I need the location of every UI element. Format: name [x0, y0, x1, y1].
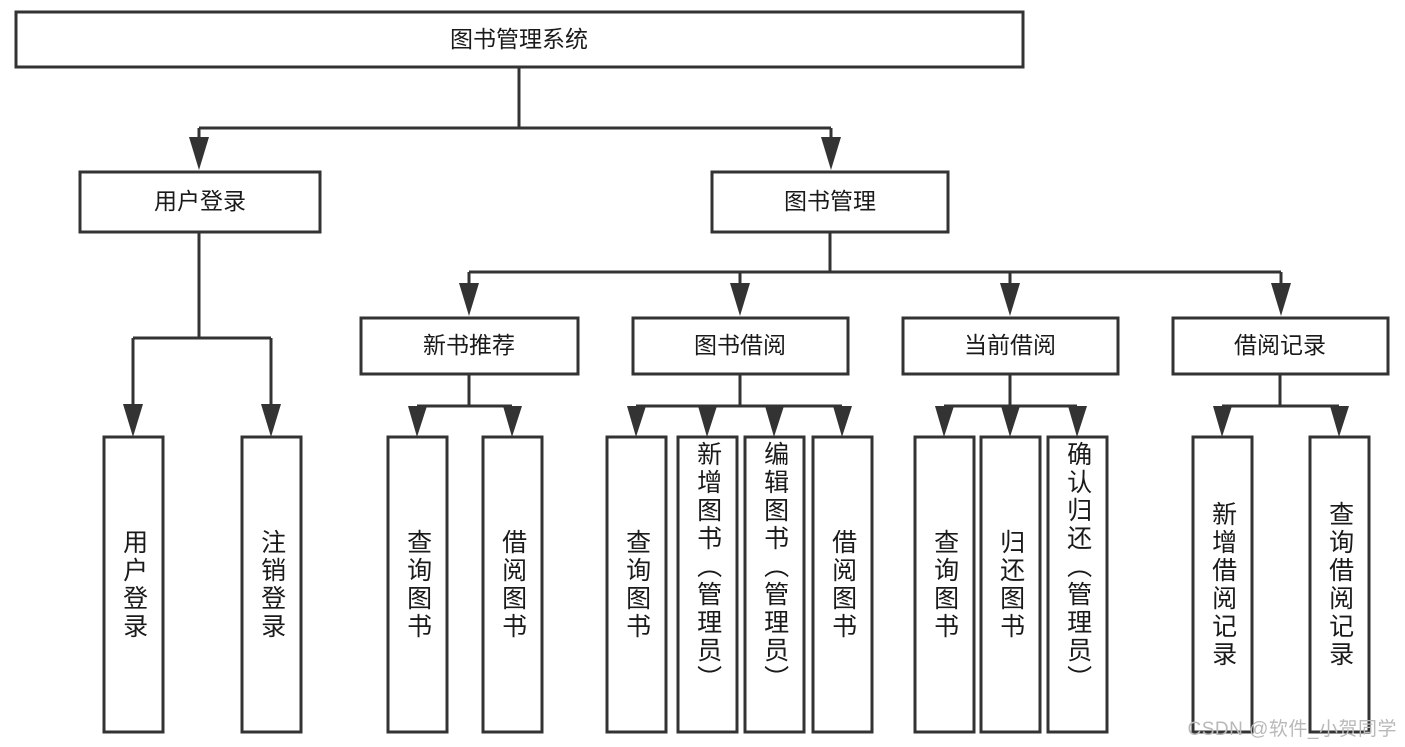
leaf-box-bb-2[interactable]	[743, 435, 806, 734]
node-book-borrow[interactable]: 图书借阅	[631, 316, 850, 376]
node-root-box	[14, 10, 1025, 69]
arrowhead-leaf-br-1	[1330, 406, 1349, 437]
leaf-box-cb-2[interactable]	[1046, 435, 1109, 734]
arrowhead-to-borrow-record	[1271, 283, 1291, 316]
node-book-manage-label: 图书管理	[784, 188, 876, 214]
leaf-box-nbr-0[interactable]	[386, 435, 449, 734]
leaf-box-user-login-1[interactable]	[240, 435, 303, 734]
arrowhead-leaf-bb-0	[627, 406, 646, 437]
arrowhead-leaf-nbr-1	[503, 406, 522, 437]
leaf-box-bb-1[interactable]	[676, 435, 739, 734]
arrowhead-to-book-manage	[821, 137, 841, 170]
arrowhead-to-current-borrow	[1000, 283, 1020, 316]
arrowhead-to-user-login	[189, 137, 209, 170]
arrowhead-leaf-bb-3	[833, 406, 852, 437]
node-borrow-record[interactable]: 借阅记录	[1171, 316, 1390, 376]
node-book-borrow-box	[631, 316, 850, 376]
csdn-watermark: CSDN @软件_小贺同学	[1187, 719, 1397, 740]
leaf-box-nbr-1[interactable]	[481, 435, 544, 734]
arrowhead-leaf-user-login-0	[123, 404, 143, 437]
leaf-box-user-login-0[interactable]	[102, 435, 165, 734]
node-root[interactable]: 图书管理系统	[14, 10, 1025, 69]
node-user-login[interactable]: 用户登录	[78, 170, 322, 234]
leaf-box-bb-0[interactable]	[605, 435, 668, 734]
node-new-book-recommend-label: 新书推荐	[423, 332, 515, 358]
node-user-login-label: 用户登录	[154, 188, 246, 214]
node-current-borrow[interactable]: 当前借阅	[901, 316, 1120, 376]
arrowhead-leaf-cb-0	[935, 406, 954, 437]
node-book-manage-box	[710, 170, 950, 234]
node-borrow-record-box	[1171, 316, 1390, 376]
leaf-box-cb-0[interactable]	[913, 435, 976, 734]
node-new-book-recommend[interactable]: 新书推荐	[359, 316, 580, 376]
node-root-label: 图书管理系统	[450, 26, 588, 52]
arrowhead-leaf-cb-2	[1068, 406, 1087, 437]
leaf-box-cb-1[interactable]	[979, 435, 1042, 734]
leaf-box-bb-3[interactable]	[811, 435, 874, 734]
arrowhead-leaf-bb-2	[765, 406, 784, 437]
node-current-borrow-box	[901, 316, 1120, 376]
node-new-book-recommend-box	[359, 316, 580, 376]
arrowhead-leaf-br-0	[1213, 406, 1232, 437]
node-current-borrow-label: 当前借阅	[964, 332, 1056, 358]
node-borrow-record-label: 借阅记录	[1234, 332, 1326, 358]
node-book-manage[interactable]: 图书管理	[710, 170, 950, 234]
leaf-box-br-1[interactable]	[1308, 435, 1371, 734]
arrowhead-leaf-user-login-1	[261, 404, 281, 437]
arrowhead-leaf-cb-1	[1001, 406, 1020, 437]
arrowhead-leaf-bb-1	[698, 406, 717, 437]
arrowhead-to-book-borrow	[730, 283, 750, 316]
leaf-box-br-0[interactable]	[1191, 435, 1254, 734]
node-book-borrow-label: 图书借阅	[694, 332, 786, 358]
arrowhead-to-new-book	[459, 283, 479, 316]
arrowhead-leaf-nbr-0	[408, 406, 427, 437]
